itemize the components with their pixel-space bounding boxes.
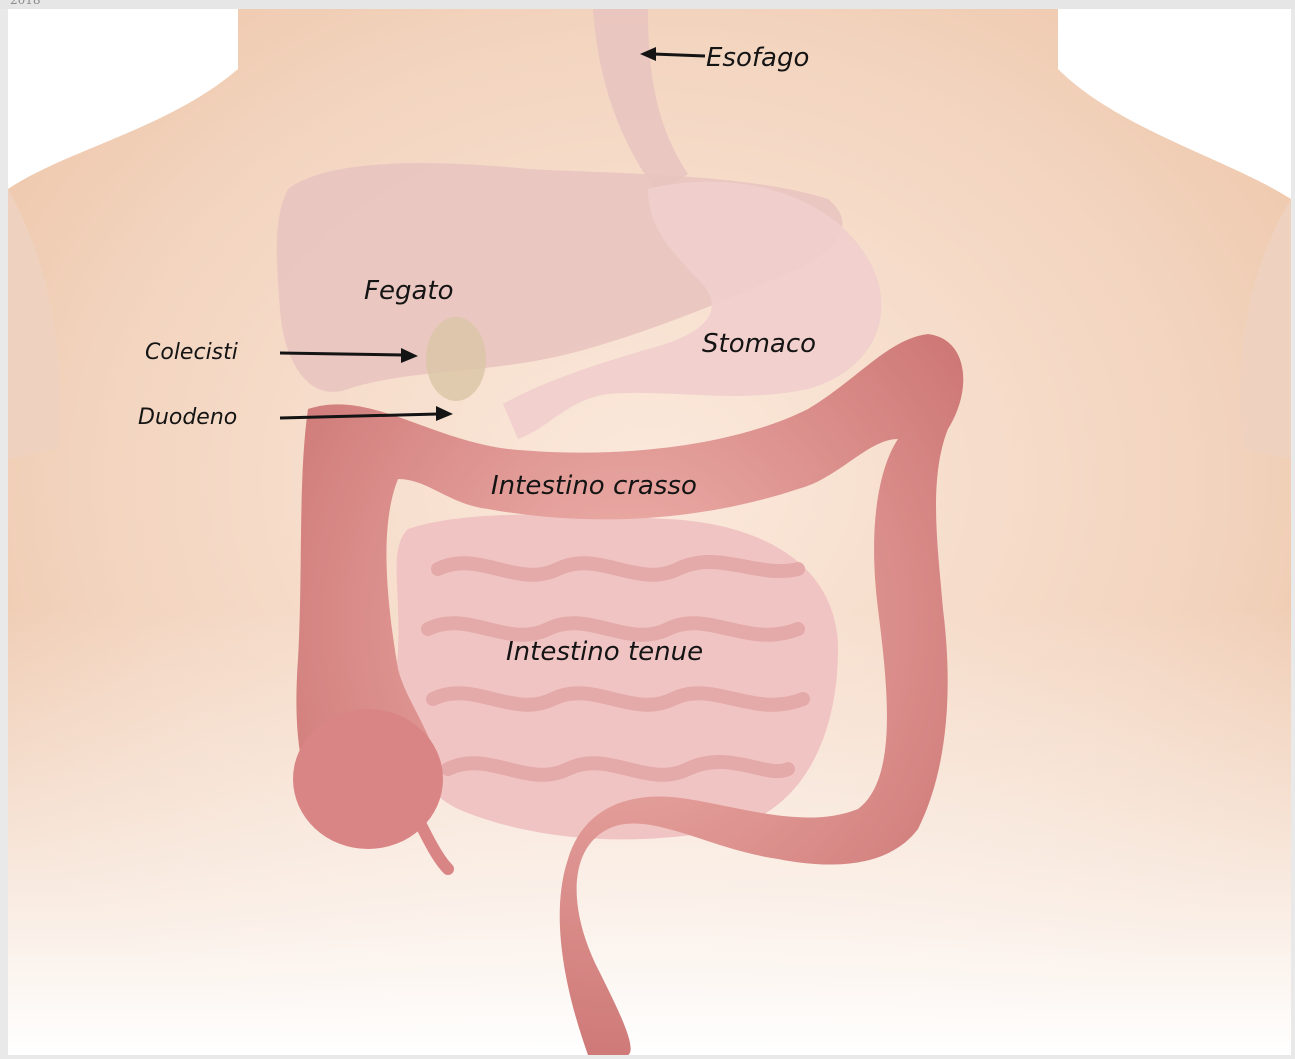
digestive-system-illustration: Esofago Fegato Stomaco Colecisti Duodeno… [8,9,1291,1055]
image-frame: Esofago Fegato Stomaco Colecisti Duodeno… [8,9,1291,1055]
label-intestino-crasso: Intestino crasso [491,471,697,501]
label-intestino-tenue: Intestino tenue [506,637,703,667]
gallbladder-shape [426,317,486,401]
label-fegato: Fegato [364,276,454,306]
label-esofago: Esofago [706,43,809,73]
partial-year-text: 2018 [10,0,41,7]
arrow-colecisti [280,353,403,355]
top-strip: 2018 [0,0,1295,9]
label-duodeno: Duodeno [138,405,237,430]
label-stomaco: Stomaco [702,329,816,359]
label-colecisti: Colecisti [145,340,238,365]
arrow-esofago [653,54,705,56]
